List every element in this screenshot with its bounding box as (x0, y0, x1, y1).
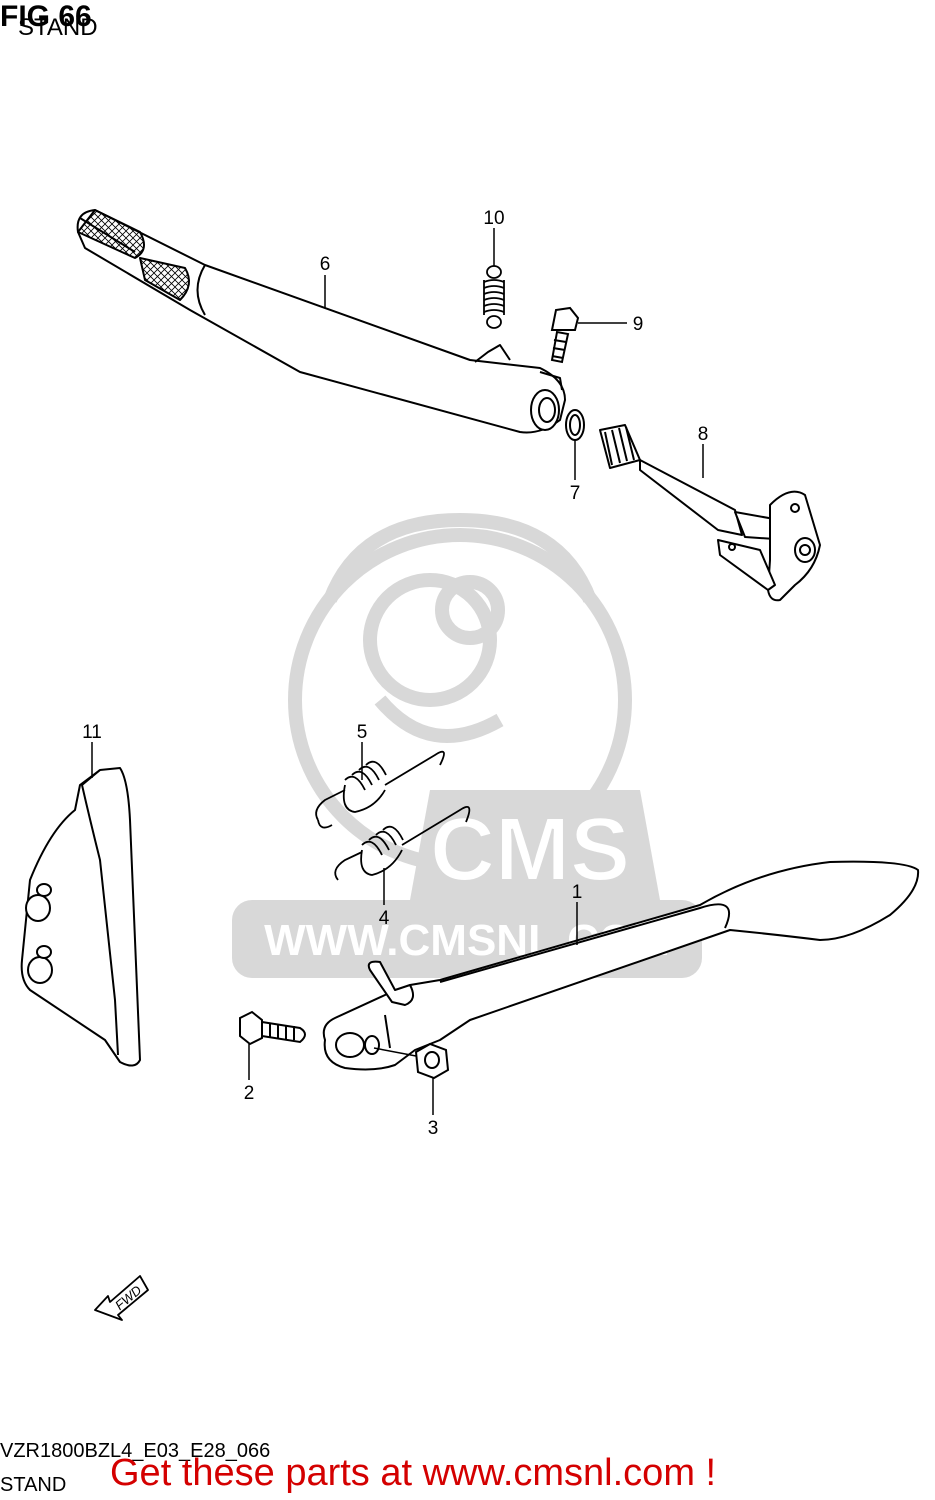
part-9-bolt (550, 306, 580, 364)
part-4-spring (334, 806, 471, 881)
callout-5: 5 (357, 722, 368, 743)
callout-8: 8 (698, 424, 709, 445)
leader-lines (91, 228, 704, 1115)
get-parts-link[interactable]: Get these parts at www.cmsnl.com ! (110, 1452, 717, 1494)
part-11-bracket (20, 767, 141, 1067)
callout-1: 1 (572, 882, 583, 903)
watermark-brand: CMS (430, 800, 630, 900)
watermark-badge: CMS WWW.CMSNL.COM (232, 790, 702, 978)
callout-6: 6 (320, 254, 331, 275)
model-code: VZR1800BZL4_E03_E28_066 (0, 1440, 271, 1462)
callout-11: 11 (82, 722, 102, 743)
part-1-side-stand (322, 860, 920, 1071)
figure-number: FIG 66 (0, 0, 92, 33)
fwd-arrow-icon: FWD (94, 1275, 149, 1321)
part-8-shaft (599, 424, 821, 602)
figure-subtitle: STAND (18, 14, 98, 41)
callout-2: 2 (244, 1083, 255, 1104)
callout-10: 10 (483, 208, 504, 229)
part-10-spring (483, 265, 505, 329)
callout-4: 4 (379, 908, 390, 929)
part-3-nut (414, 1042, 450, 1080)
callout-3: 3 (428, 1118, 439, 1139)
callout-7: 7 (570, 483, 581, 504)
part-7-oring (565, 409, 585, 441)
part-5-spring (315, 750, 445, 829)
part-6-stand-arm (76, 209, 566, 434)
part-2-bolt (239, 1010, 306, 1046)
section-name: STAND (0, 1474, 67, 1496)
callout-9: 9 (633, 314, 644, 335)
